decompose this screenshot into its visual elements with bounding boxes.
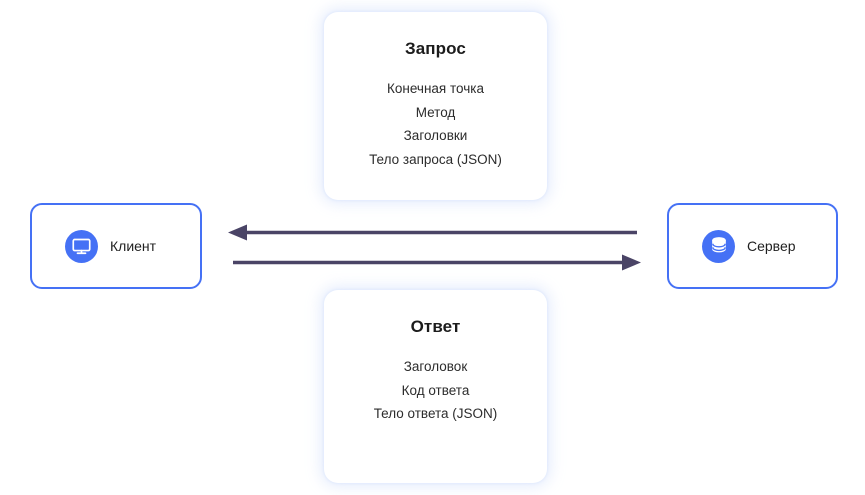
database-icon (702, 229, 735, 263)
response-line-status-code: Код ответа (401, 382, 470, 398)
request-card-title: Запрос (405, 39, 466, 58)
server-node: Сервер (667, 203, 838, 289)
server-node-label: Сервер (747, 238, 796, 254)
response-line-header: Заголовок (403, 359, 468, 374)
response-arrow (228, 224, 637, 241)
client-node: Клиент (30, 203, 202, 289)
request-line-headers: Заголовки (403, 128, 468, 143)
client-node-label: Клиент (110, 238, 157, 254)
request-arrow (233, 254, 641, 271)
response-card-lines: Заголовок Код ответа Тело ответа (JSON) (374, 355, 498, 426)
request-line-endpoint: Конечная точка (387, 81, 484, 96)
monitor-icon (65, 229, 98, 263)
request-card-lines: Конечная точка Метод Заголовки Тело запр… (369, 77, 502, 171)
request-line-method: Метод (415, 104, 456, 120)
response-card-title: Ответ (410, 317, 461, 336)
request-line-body: Тело запроса (JSON) (369, 151, 502, 167)
response-card: Ответ Заголовок Код ответа Тело ответа (… (324, 290, 547, 483)
request-card: Запрос Конечная точка Метод Заголовки Те… (324, 12, 547, 200)
response-line-body: Тело ответа (JSON) (373, 406, 498, 421)
